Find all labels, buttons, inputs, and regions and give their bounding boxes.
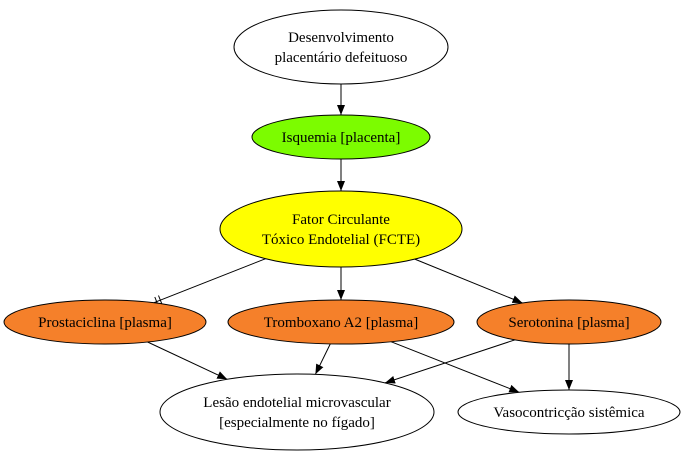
edge-layer [147, 84, 573, 393]
node-shape [251, 114, 431, 160]
node-lesao: Lesão endotelial microvascular [especialm… [159, 373, 435, 451]
node-layer: Desenvolvimento placentário defeituosoIsq… [3, 9, 681, 451]
node-serotonina: Serotonina [plasma] [476, 299, 662, 345]
node-shape [233, 9, 449, 85]
node-label-line: [especialmente no fígado] [219, 415, 375, 431]
edge-line [414, 258, 523, 304]
edge-line [314, 343, 331, 375]
edge-fcte-to-prostaciclina [153, 258, 266, 307]
edge-line [384, 339, 516, 384]
edge-prostaciclina-to-lesao [147, 341, 228, 380]
edge-line [390, 341, 520, 393]
node-label-line: Isquemia [placenta] [282, 130, 401, 146]
node-label-line: Desenvolvimento [288, 30, 394, 46]
edge-tromboxano-to-lesao [314, 343, 331, 375]
node-shape [219, 190, 463, 268]
node-prostaciclina: Prostaciclina [plasma] [3, 299, 207, 345]
node-shape [227, 299, 455, 345]
node-label-line: Fator Circulante [292, 212, 390, 228]
edge-tromboxano-to-vasoconstricao [390, 341, 520, 393]
node-shape [476, 299, 662, 345]
node-label-line: Tóxico Endotelial (FCTE) [262, 232, 420, 248]
node-label-line: Lesão endotelial microvascular [203, 395, 390, 411]
node-shape [457, 389, 681, 435]
edge-fcte-to-serotonina [414, 258, 523, 304]
node-tromboxano: Tromboxano A2 [plasma] [227, 299, 455, 345]
edge-serotonina-to-lesao [384, 339, 516, 384]
node-shape [159, 373, 435, 451]
node-desenvolvimento: Desenvolvimento placentário defeituoso [233, 9, 449, 85]
node-vasoconstricao: Vasocontricção sistêmica [457, 389, 681, 435]
node-label-line: placentário defeituoso [275, 50, 408, 66]
node-shape [3, 299, 207, 345]
edge-line [147, 341, 228, 380]
node-label-line: Vasocontricção sistêmica [493, 405, 645, 421]
node-label-line: Tromboxano A2 [plasma] [264, 315, 418, 331]
edge-line [153, 258, 266, 304]
node-label-line: Prostaciclina [plasma] [38, 315, 172, 331]
node-isquemia: Isquemia [placenta] [251, 114, 431, 160]
node-label-line: Serotonina [plasma] [508, 315, 629, 331]
